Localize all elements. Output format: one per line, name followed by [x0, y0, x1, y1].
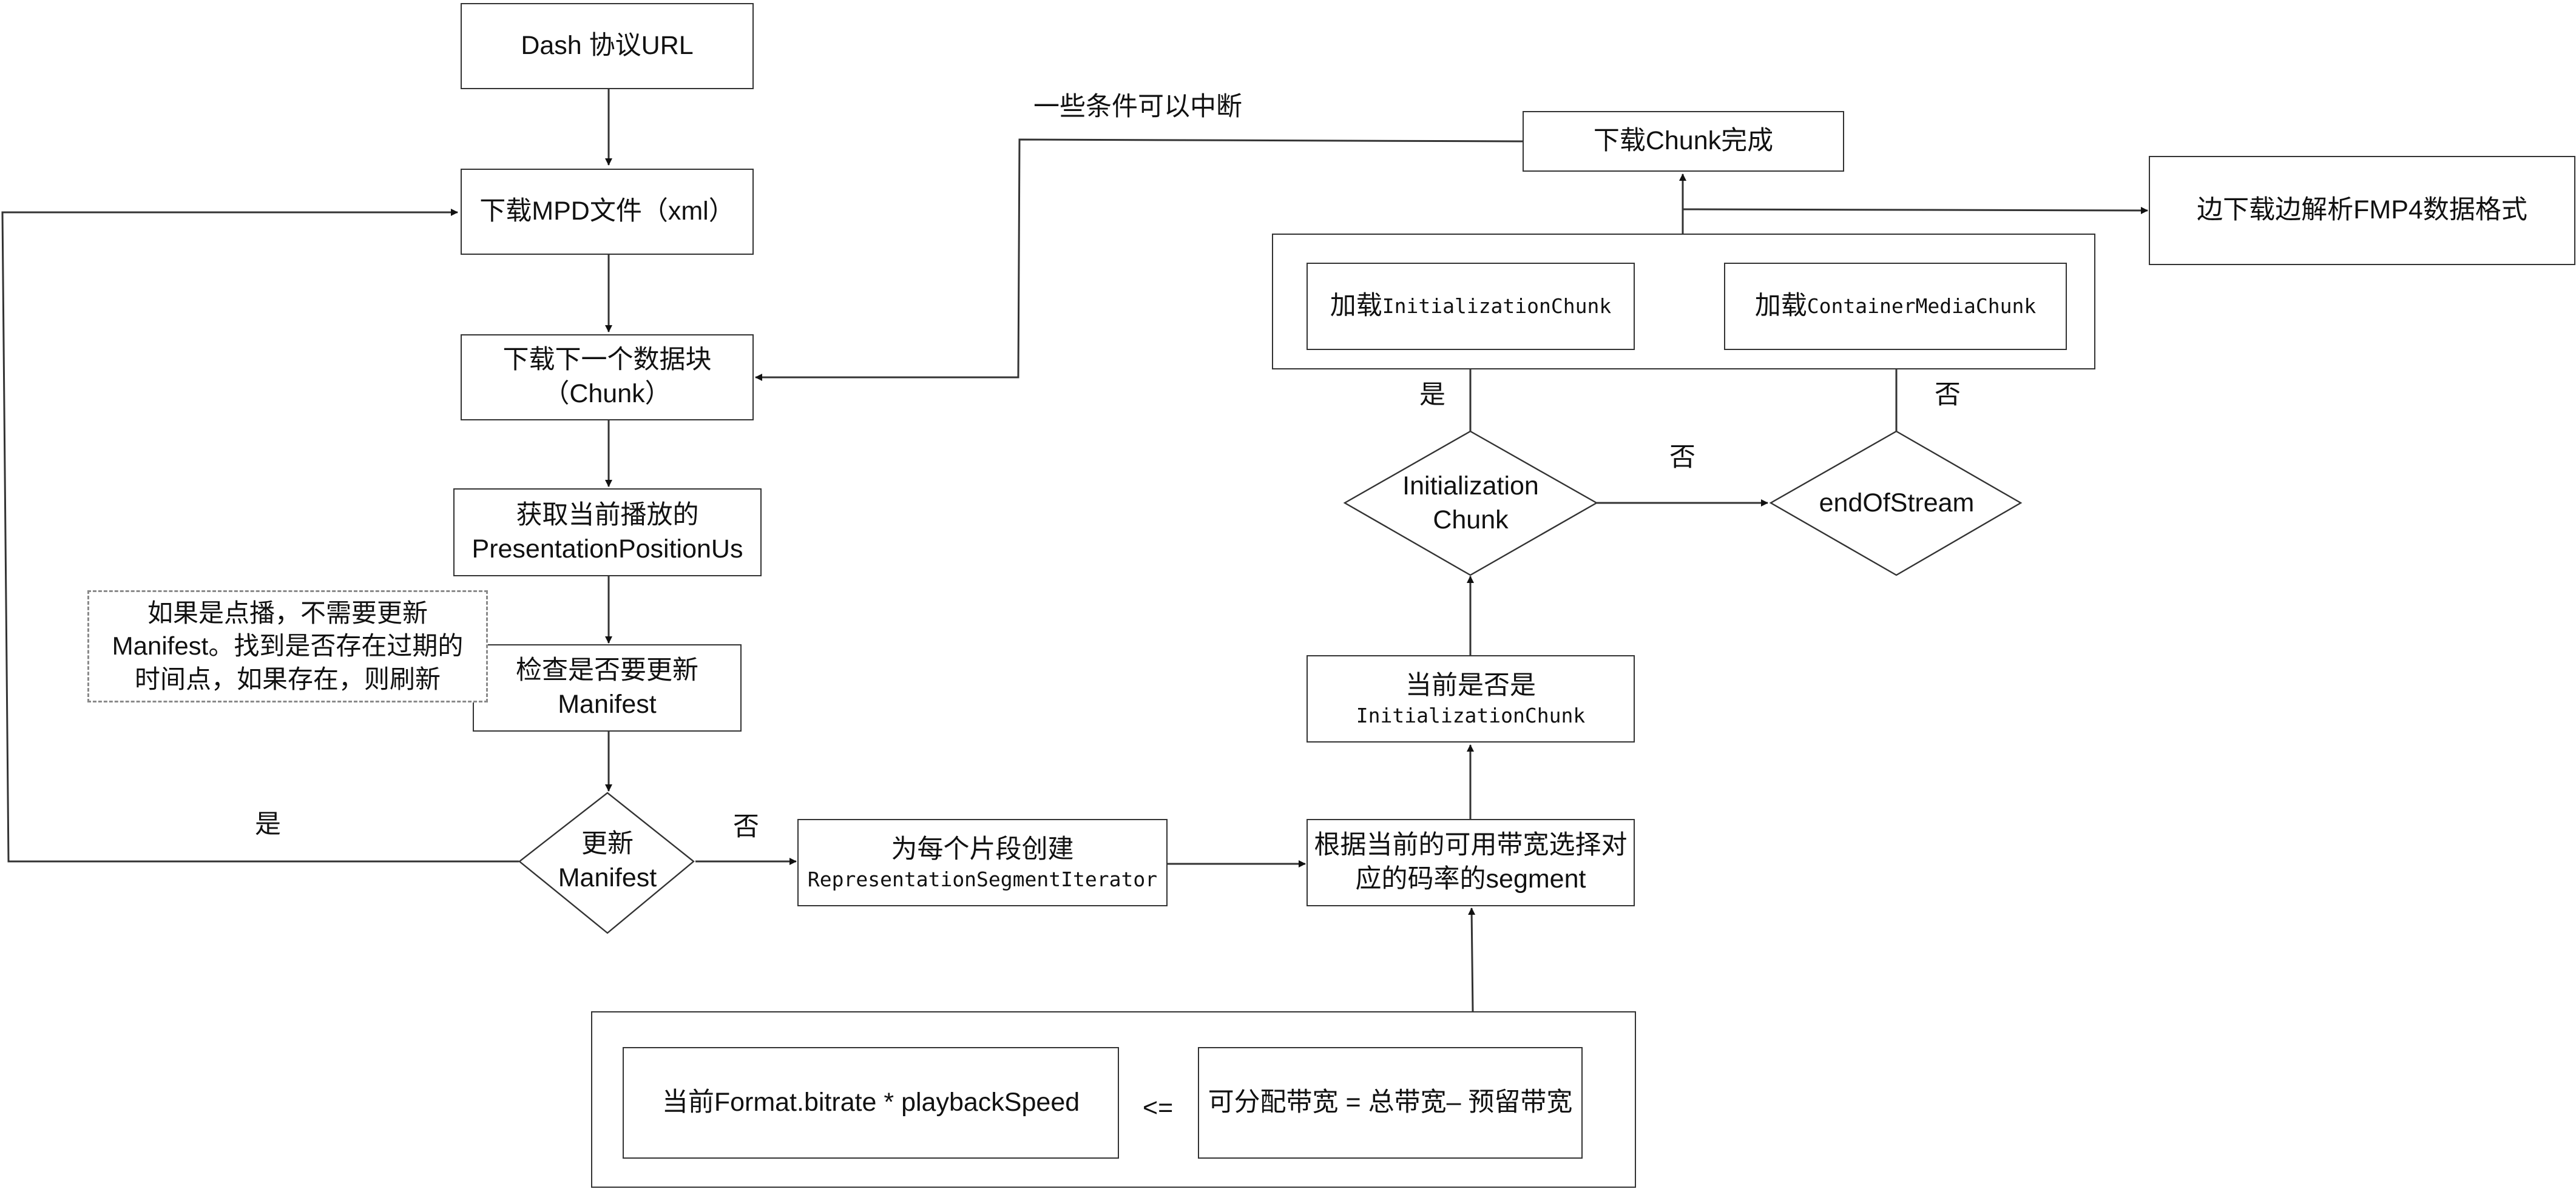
load-init-prefix: 加载 — [1330, 291, 1382, 321]
chunk-done-node: 下载Chunk完成 — [1523, 111, 1844, 172]
create-iterator-label-1: 为每个片段创建 — [891, 834, 1074, 864]
edge-label-yes-init: 是 — [1419, 380, 1445, 409]
get-position-label-1: 获取当前播放的 — [516, 500, 699, 530]
edge-label-yes-update: 是 — [255, 810, 281, 839]
vod-note: 如果是点播，不需要更新 Manifest。找到是否存在过期的 时间点，如果存在，… — [87, 590, 488, 702]
edge-bandwidth-to-select — [1468, 908, 1476, 1012]
get-position-label-2: PresentationPositionUs — [472, 534, 743, 564]
edge-label-no-eos: 否 — [1935, 380, 1961, 409]
parse-fmp4-node: 边下载边解析FMP4数据格式 — [2149, 156, 2575, 265]
decision-init-chunk-label: Initialization Chunk — [1402, 471, 1539, 534]
parse-fmp4-label: 边下载边解析FMP4数据格式 — [2197, 195, 2527, 225]
select-segment-label: 根据当前的可用带宽选择对 应的码率的segment — [1314, 830, 1628, 894]
is-init-chunk-node: 当前是否是 InitializationChunk — [1307, 655, 1635, 743]
edge-label-no-update: 否 — [733, 812, 759, 841]
chunk-done-label: 下载Chunk完成 — [1593, 126, 1774, 156]
bitrate-formula-label: 当前Format.bitrate * playbackSpeed — [661, 1088, 1080, 1117]
download-mpd-label: 下载MPD文件（xml） — [479, 197, 735, 226]
decision-update-manifest: 更新 Manifest — [526, 813, 689, 910]
load-media-code: ContainerMediaChunk — [1807, 294, 2037, 318]
create-iterator-label-2: RepresentationSegmentIterator — [807, 867, 1158, 891]
check-manifest-label: 检查是否要更新 Manifest — [516, 656, 698, 719]
create-iterator-node: 为每个片段创建 RepresentationSegmentIterator — [797, 819, 1168, 906]
download-next-chunk-node: 下载下一个数据块 （Chunk） — [461, 334, 754, 420]
decision-init-chunk: Initialization Chunk — [1369, 461, 1572, 546]
download-next-chunk-label: 下载下一个数据块 （Chunk） — [502, 345, 712, 408]
bitrate-formula-node: 当前Format.bitrate * playbackSpeed — [623, 1047, 1119, 1159]
edge-label-interrupt: 一些条件可以中断 — [1033, 92, 1242, 121]
edge-done-to-next-chunk — [755, 138, 1523, 381]
dash-url-label: Dash 协议URL — [521, 31, 694, 61]
edge-label-no-init: 否 — [1669, 443, 1695, 472]
edge-decision-yes-loop — [1, 209, 519, 863]
decision-end-of-stream-label: endOfStream — [1819, 488, 1975, 518]
download-mpd-node: 下载MPD文件（xml） — [461, 169, 754, 255]
select-segment-node: 根据当前的可用带宽选择对 应的码率的segment — [1307, 819, 1635, 906]
get-position-node: 获取当前播放的 PresentationPositionUs — [453, 488, 762, 576]
decision-init-chunk-shape — [1343, 430, 1598, 576]
decision-update-manifest-label: 更新 Manifest — [558, 829, 657, 892]
load-media-prefix: 加载 — [1754, 291, 1807, 321]
load-init-code: InitializationChunk — [1382, 294, 1612, 318]
bandwidth-formula-node: 可分配带宽 = 总带宽– 预留带宽 — [1198, 1047, 1583, 1159]
is-init-chunk-label-1: 当前是否是 — [1405, 670, 1536, 700]
decision-end-of-stream: endOfStream — [1795, 461, 1998, 546]
edge-to-fmp4 — [1682, 206, 2148, 214]
compare-operator: <= — [1143, 1093, 1174, 1122]
decision-update-manifest-shape — [518, 792, 695, 934]
check-manifest-node: 检查是否要更新 Manifest — [473, 644, 742, 732]
bandwidth-formula-label: 可分配带宽 = 总带宽– 预留带宽 — [1208, 1088, 1573, 1117]
decision-end-of-stream-shape — [1769, 430, 2023, 576]
is-init-chunk-label-2: InitializationChunk — [1356, 703, 1586, 727]
vod-note-text: 如果是点播，不需要更新 Manifest。找到是否存在过期的 时间点，如果存在，… — [112, 598, 464, 693]
dash-url-node: Dash 协议URL — [461, 3, 754, 89]
